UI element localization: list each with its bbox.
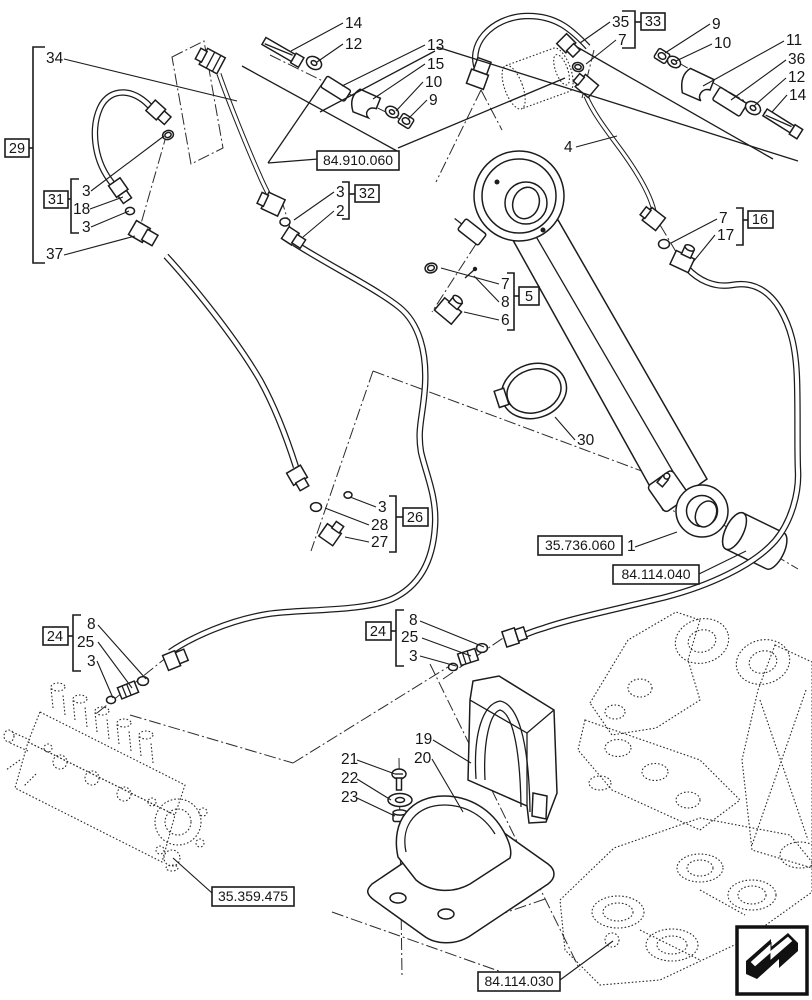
guard-19 — [467, 675, 558, 824]
callout-labels: 14 12 13 15 10 9 35 7 9 10 11 36 12 14 3… — [46, 14, 807, 806]
ref-box-label: 84.114.030 — [484, 973, 553, 989]
group-box-label: 32 — [359, 186, 375, 202]
reference-pointer-lines — [241, 46, 799, 164]
screw-21 — [391, 768, 407, 791]
group-box-label: 24 — [370, 624, 386, 640]
swing-bracket-casting-phantom — [577, 611, 812, 869]
callout-leader-lines — [63, 21, 788, 981]
group-box-label: 31 — [48, 192, 64, 208]
callout-7: 7 — [618, 32, 627, 49]
control-valve-phantom — [3, 682, 208, 872]
callout-14: 14 — [789, 87, 807, 104]
callout-20: 20 — [414, 750, 432, 767]
callout-18: 18 — [73, 201, 90, 218]
callout-11: 11 — [786, 32, 802, 49]
group-brackets — [29, 10, 748, 672]
hoses-and-tubes — [91, 12, 802, 655]
callout-4: 4 — [564, 139, 573, 156]
fittings — [105, 32, 696, 823]
grease-nipple — [655, 472, 671, 488]
callout-6: 6 — [501, 312, 510, 329]
callout-3: 3 — [409, 648, 418, 665]
group-box-label: 24 — [47, 629, 63, 645]
pivot-casting-phantom — [559, 817, 812, 986]
group-box-label: 16 — [752, 212, 768, 228]
callout-21: 21 — [341, 751, 358, 768]
callout-3: 3 — [82, 219, 91, 236]
callout-37: 37 — [46, 246, 63, 263]
callout-10: 10 — [425, 74, 443, 91]
callout-7: 7 — [501, 276, 510, 293]
callout-28: 28 — [371, 517, 388, 534]
callout-12: 12 — [788, 69, 805, 86]
callout-1: 1 — [627, 538, 636, 555]
hose-clamp-30 — [493, 362, 568, 420]
callout-13: 13 — [427, 37, 444, 54]
spacer-bushing-phantom — [501, 47, 574, 110]
callout-19: 19 — [415, 731, 432, 748]
callout-3: 3 — [336, 184, 345, 201]
callout-25: 25 — [401, 629, 418, 646]
callout-36: 36 — [788, 51, 805, 68]
callout-17: 17 — [717, 227, 734, 244]
callout-22: 22 — [341, 770, 358, 787]
callout-7: 7 — [719, 210, 728, 227]
callout-9: 9 — [429, 92, 438, 109]
callout-15: 15 — [427, 56, 444, 73]
callout-14: 14 — [345, 15, 363, 32]
callout-8: 8 — [87, 616, 96, 633]
callout-23: 23 — [341, 789, 358, 806]
callout-8: 8 — [501, 294, 510, 311]
callout-3: 3 — [87, 653, 96, 670]
group-box-label: 33 — [645, 14, 661, 30]
section-reference-boxes: 84.910.060 35.736.060 84.114.040 35.359.… — [211, 150, 700, 992]
callout-2: 2 — [336, 203, 345, 220]
callout-10: 10 — [714, 35, 732, 52]
group-box-label: 29 — [9, 141, 25, 157]
callout-27: 27 — [371, 534, 388, 551]
back-arrow-icon — [735, 925, 809, 996]
group-box-label: 5 — [525, 289, 533, 305]
callout-34: 34 — [46, 50, 64, 67]
callout-8: 8 — [409, 612, 418, 629]
callout-35: 35 — [612, 14, 629, 31]
ref-box-label: 84.910.060 — [323, 152, 393, 168]
washer-22 — [387, 792, 413, 808]
ref-box-label: 35.736.060 — [545, 537, 615, 553]
callout-3: 3 — [378, 499, 387, 516]
clamp-fastener-group-left — [260, 36, 415, 130]
callout-30: 30 — [577, 432, 595, 449]
hydraulic-cylinder — [454, 150, 788, 570]
group-box-label: 26 — [407, 510, 423, 526]
callout-12: 12 — [345, 36, 362, 53]
callout-9: 9 — [712, 16, 721, 33]
ref-box-label: 84.114.040 — [621, 566, 690, 582]
plate-20 — [367, 795, 555, 944]
pivot-bushing — [721, 511, 788, 570]
ref-box-label: 35.359.475 — [218, 888, 288, 904]
clamp-fastener-group-right — [653, 47, 804, 140]
callout-25: 25 — [77, 634, 94, 651]
callout-3: 3 — [82, 183, 91, 200]
group-number-boxes: 29 31 32 33 16 5 26 24 24 — [4, 12, 774, 646]
